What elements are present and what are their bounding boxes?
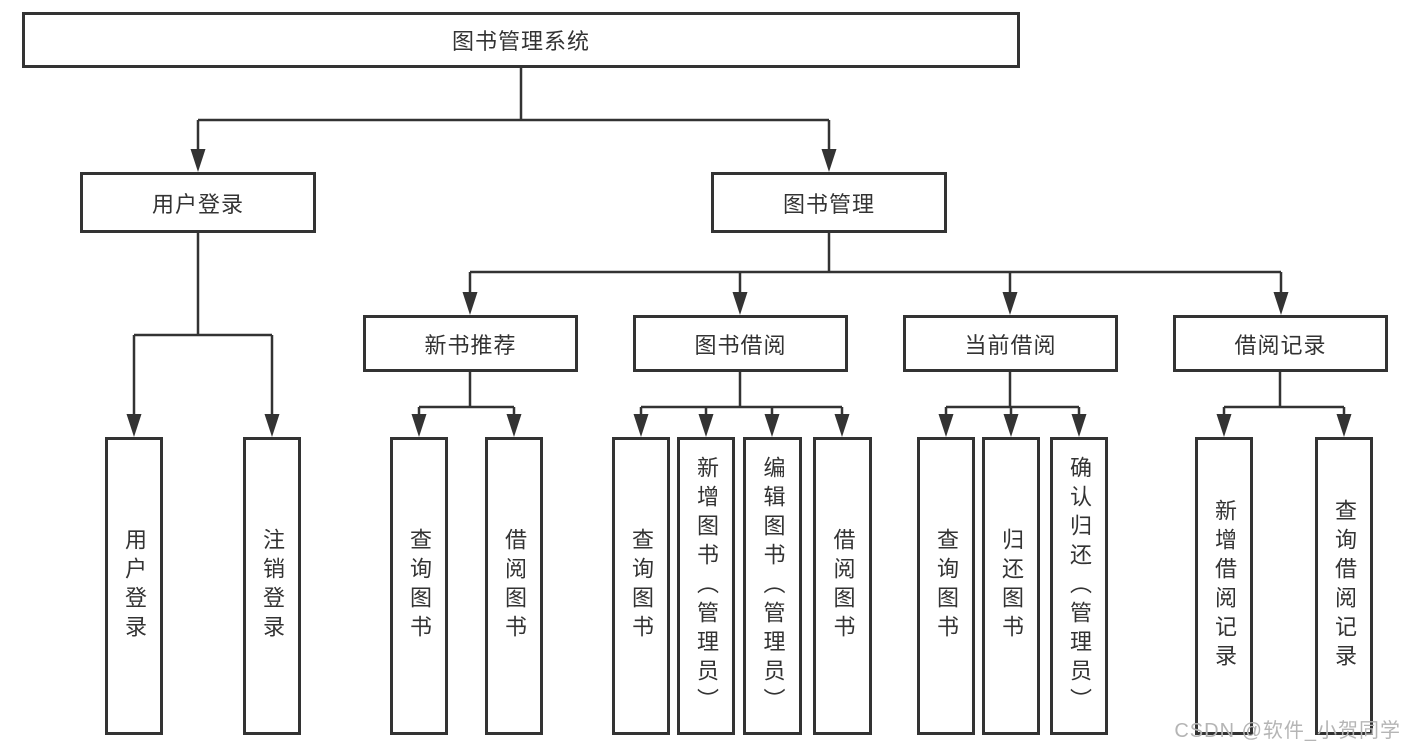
arrow-heads — [126, 149, 1352, 437]
node-label: 图书管理系统 — [451, 29, 590, 54]
node-edit-books-admin: 编辑图书（管理员） — [743, 437, 802, 735]
tree-edges — [132, 68, 1346, 416]
node-user-login-module: 用户登录 — [80, 172, 316, 233]
node-add-books-admin: 新增图书（管理员） — [677, 437, 735, 735]
node-query-books-borrow: 查询图书 — [612, 437, 670, 735]
node-confirm-return-admin: 确认归还（管理员） — [1050, 437, 1108, 735]
node-label: 查询借阅记录 — [1332, 499, 1357, 673]
node-new-book-recommend: 新书推荐 — [363, 315, 578, 372]
node-label: 图书借阅 — [694, 332, 787, 358]
node-borrow-books-recommend: 借阅图书 — [485, 437, 543, 735]
node-label: 新增图书（管理员） — [694, 455, 719, 717]
node-query-borrow-record: 查询借阅记录 — [1315, 437, 1373, 735]
node-book-management-module: 图书管理 — [711, 172, 947, 233]
node-return-books: 归还图书 — [982, 437, 1040, 735]
node-label: 确认归还（管理员） — [1067, 455, 1092, 717]
node-query-books-recommend: 查询图书 — [390, 437, 448, 735]
node-logout-login: 注销登录 — [243, 437, 301, 735]
node-borrowing-records: 借阅记录 — [1173, 315, 1388, 372]
node-label: 借阅记录 — [1234, 332, 1327, 358]
node-query-books-current: 查询图书 — [917, 437, 975, 735]
node-label: 用户登录 — [122, 528, 147, 644]
node-label: 查询图书 — [629, 528, 654, 644]
node-add-borrow-record: 新增借阅记录 — [1195, 437, 1253, 735]
node-label: 当前借阅 — [964, 332, 1057, 358]
node-label: 图书管理 — [782, 191, 875, 217]
node-label: 新增借阅记录 — [1212, 499, 1237, 673]
node-borrow-books: 借阅图书 — [813, 437, 872, 735]
node-label: 查询图书 — [934, 528, 959, 644]
csdn-watermark: CSDN @软件_小贺同学 — [1174, 720, 1401, 742]
node-label: 查询图书 — [407, 528, 432, 644]
node-label: 新书推荐 — [424, 332, 517, 358]
node-root-system: 图书管理系统 — [22, 12, 1020, 68]
node-label: 借阅图书 — [830, 528, 856, 644]
node-user-login: 用户登录 — [105, 437, 163, 735]
node-book-borrowing: 图书借阅 — [633, 315, 848, 372]
node-label: 注销登录 — [260, 528, 285, 644]
node-label: 编辑图书（管理员） — [760, 455, 786, 717]
node-label: 借阅图书 — [502, 528, 527, 644]
node-label: 用户登录 — [151, 191, 244, 217]
node-current-borrowing: 当前借阅 — [903, 315, 1118, 372]
node-label: 归还图书 — [999, 528, 1024, 644]
